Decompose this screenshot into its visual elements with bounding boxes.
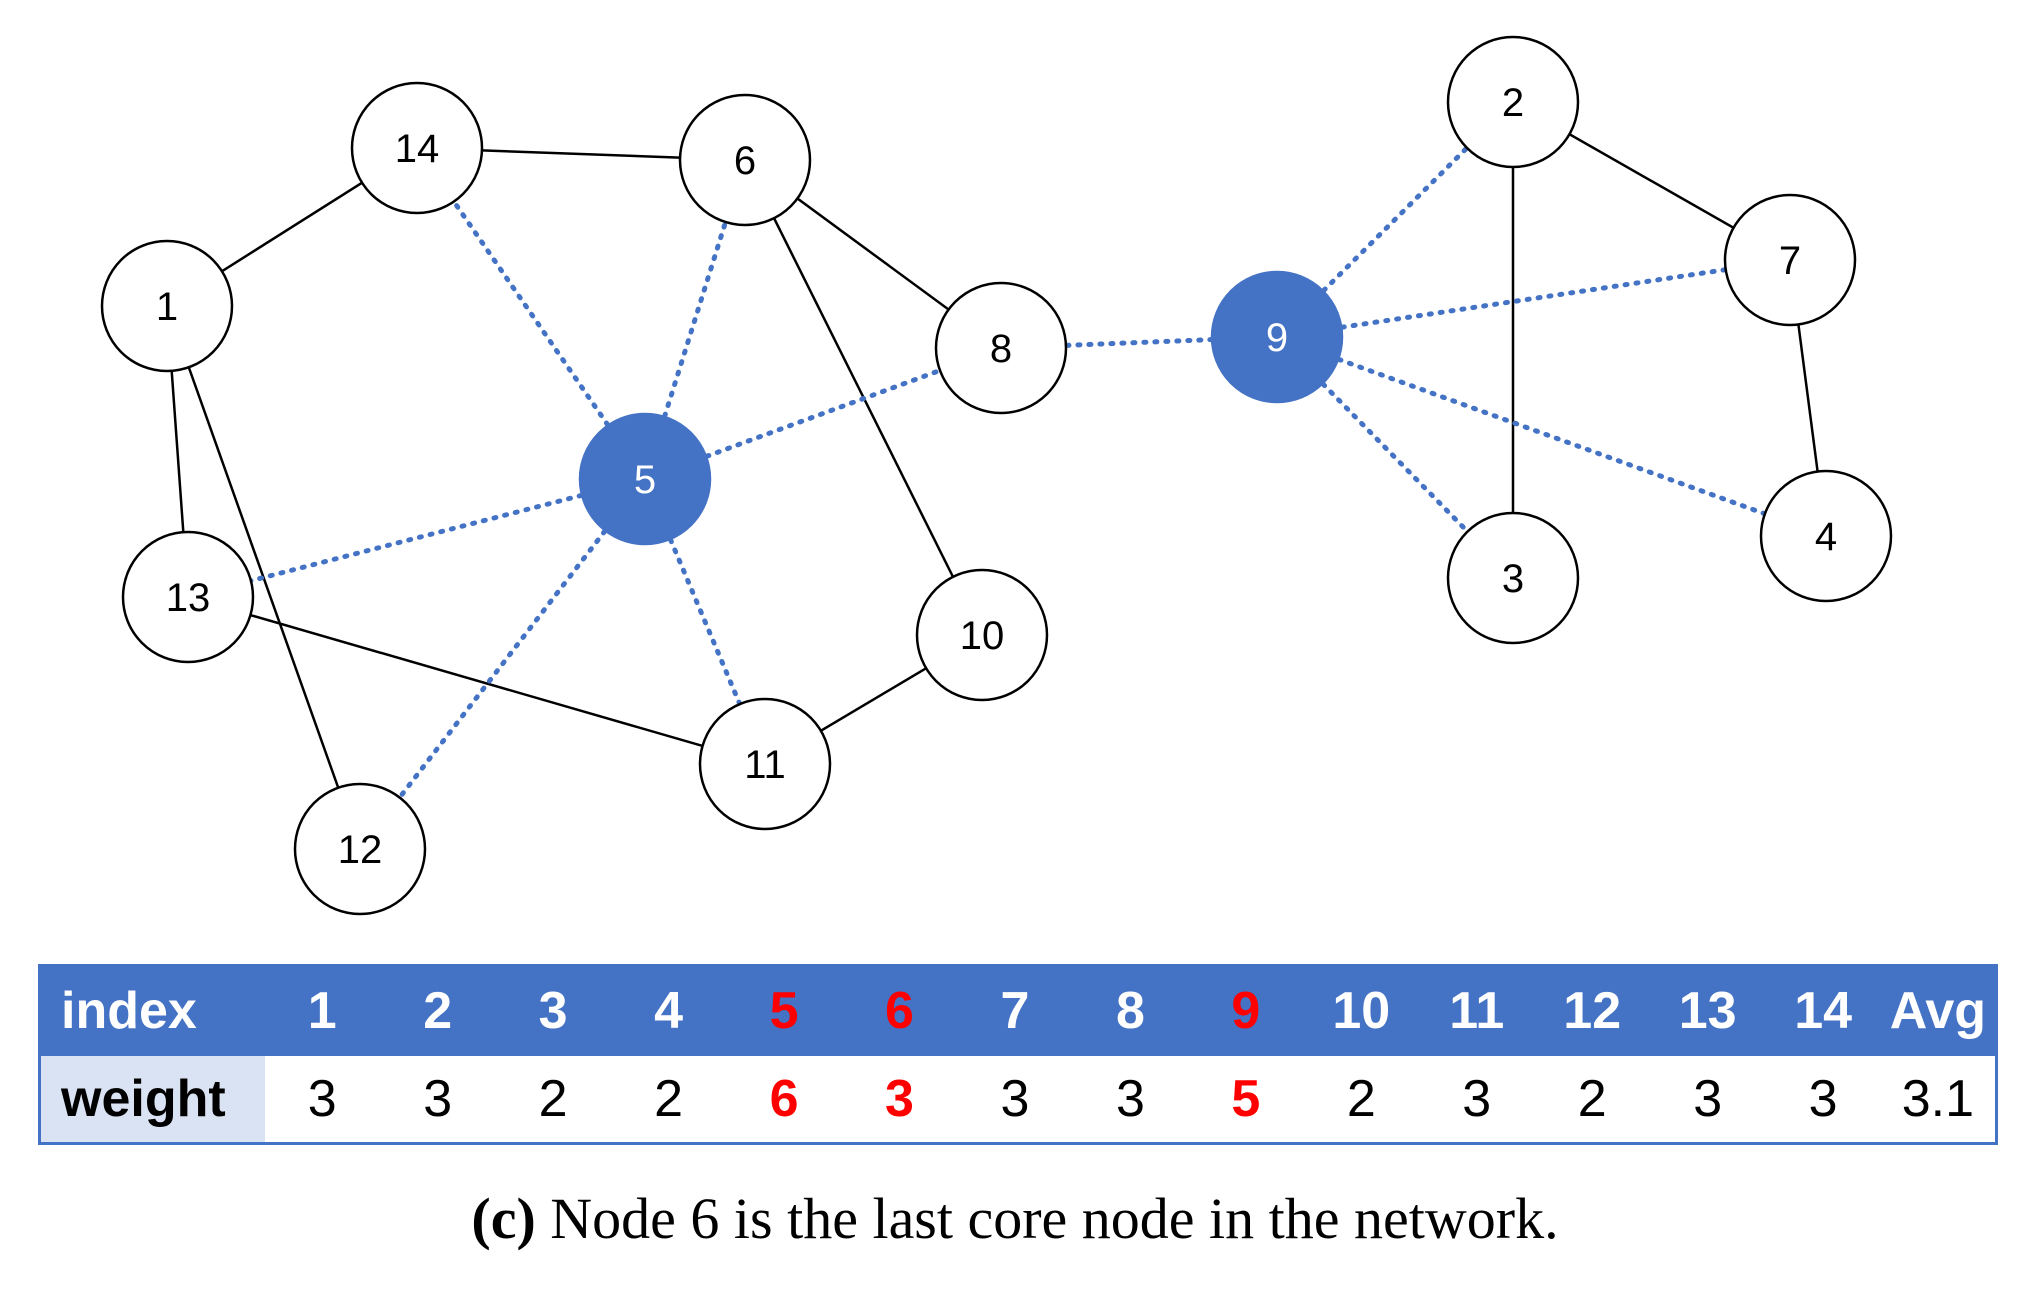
caption-text: Node 6 is the last core node in the netw… (550, 1186, 1559, 1251)
index-cell-14: 14 (1794, 982, 1853, 1041)
node-label-13: 13 (166, 576, 211, 620)
dotted-edge-9-4 (1274, 334, 1829, 539)
node-label-9: 9 (1266, 316, 1288, 360)
graph-node-4: 4 (1759, 469, 1893, 603)
node-label-4: 4 (1815, 515, 1837, 559)
index-cell-9: 9 (1231, 982, 1261, 1041)
node-circle-13 (121, 530, 255, 664)
graph-node-5: 5 (578, 412, 712, 546)
weight-cell-6: 3 (885, 1069, 914, 1128)
weight-cell-3: 2 (538, 1069, 568, 1128)
graph-node-2: 2 (1446, 35, 1580, 169)
graph-node-11: 11 (698, 697, 832, 831)
weight-cell-7: 3 (1000, 1069, 1030, 1128)
graph-node-1: 1 (100, 239, 234, 373)
weight-cell-5: 6 (769, 1069, 799, 1128)
weight-cell-11: 3 (1462, 1069, 1492, 1128)
node-label-12: 12 (338, 828, 383, 872)
node-label-2: 2 (1502, 81, 1524, 125)
index-cell-11: 11 (1449, 982, 1505, 1041)
node-circle-4 (1759, 469, 1893, 603)
graph-node-6: 6 (678, 93, 812, 227)
graph-node-9: 9 (1210, 270, 1344, 404)
node-label-8: 8 (990, 327, 1012, 371)
figure-caption: (c) Node 6 is the last core node in the … (0, 1185, 2030, 1252)
index-cell-avg: Avg (1889, 982, 1987, 1041)
index-cell-3: 3 (538, 982, 568, 1041)
weight-cell-9: 5 (1231, 1069, 1261, 1128)
index-header-label: index (61, 982, 197, 1041)
index-cell-7: 7 (1000, 982, 1030, 1041)
node-label-14: 14 (395, 127, 440, 171)
index-cell-12: 12 (1563, 982, 1622, 1041)
node-circle-12 (293, 782, 427, 916)
node-circle-6 (678, 93, 812, 227)
graph-node-7: 7 (1723, 193, 1857, 327)
node-circle-8 (934, 281, 1068, 415)
node-circle-7 (1723, 193, 1857, 327)
node-label-10: 10 (960, 614, 1005, 658)
node-label-11: 11 (744, 743, 786, 787)
dotted-edge-5-13 (185, 476, 648, 600)
weight-cell-12: 2 (1577, 1069, 1607, 1128)
index-cell-8: 8 (1115, 982, 1145, 1041)
node-circle-14 (350, 81, 484, 215)
index-cell-10: 10 (1332, 982, 1391, 1041)
index-cell-1: 1 (307, 982, 337, 1041)
node-label-1: 1 (156, 285, 178, 329)
caption-tag: (c) (471, 1186, 536, 1251)
node-circle-9 (1210, 270, 1344, 404)
weight-cell-10: 2 (1346, 1069, 1376, 1128)
dotted-edge-5-12 (357, 476, 648, 852)
node-label-3: 3 (1502, 557, 1524, 601)
dotted-edge-9-7 (1274, 257, 1793, 340)
weight-cell-4: 2 (654, 1069, 684, 1128)
node-circle-3 (1446, 511, 1580, 645)
graph-node-8: 8 (934, 281, 1068, 415)
node-circle-10 (915, 568, 1049, 702)
graph-node-14: 14 (350, 81, 484, 215)
graph-node-12: 12 (293, 782, 427, 916)
table-weight-row: weight 3 3 2 2 6 3 3 3 5 2 3 2 3 3 3.1 (39, 1055, 1997, 1144)
node-circle-2 (1446, 35, 1580, 169)
weight-cell-13: 3 (1693, 1069, 1723, 1128)
node-label-5: 5 (634, 458, 656, 502)
dotted-edge-5-11 (642, 476, 768, 767)
dotted-edge-5-14 (414, 145, 648, 482)
solid-edge-13-11 (187, 595, 766, 766)
weight-cell-avg: 3.1 (1901, 1069, 1975, 1128)
index-cell-6: 6 (885, 982, 914, 1041)
graph-node-10: 10 (915, 568, 1049, 702)
index-cell-4: 4 (654, 982, 684, 1041)
index-cell-13: 13 (1678, 982, 1737, 1041)
node-circle-1 (100, 239, 234, 373)
node-label-6: 6 (734, 139, 756, 183)
dotted-edge-5-8 (642, 345, 1004, 482)
node-label-7: 7 (1779, 239, 1801, 283)
node-circle-5 (578, 412, 712, 546)
weight-cell-8: 3 (1115, 1069, 1145, 1128)
weight-cell-14: 3 (1808, 1069, 1838, 1128)
weight-cell-1: 3 (307, 1069, 337, 1128)
node-circle-11 (698, 697, 832, 831)
weight-cell-2: 3 (423, 1069, 453, 1128)
weight-row-label: weight (39, 1055, 265, 1144)
index-cell-2: 2 (423, 982, 453, 1041)
index-cell-5: 5 (769, 982, 799, 1041)
graph-node-3: 3 (1446, 511, 1580, 645)
graph-node-13: 13 (121, 530, 255, 664)
